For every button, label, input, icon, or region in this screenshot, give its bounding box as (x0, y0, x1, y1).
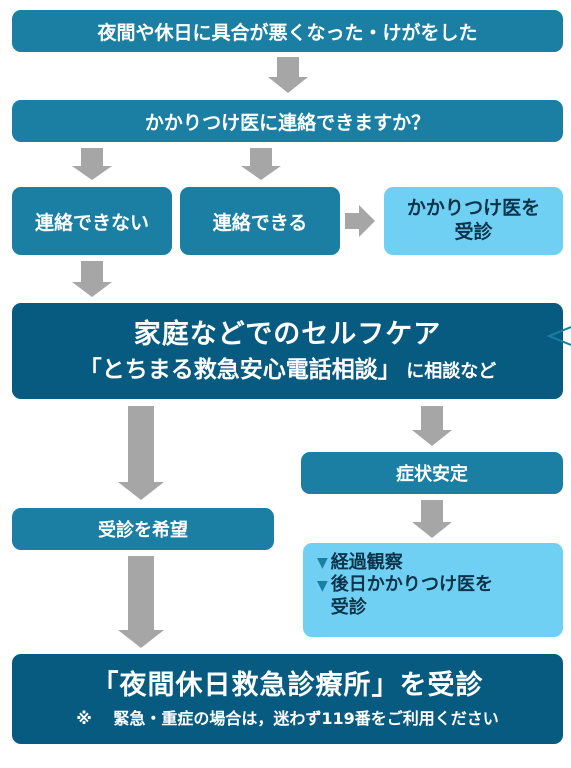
callout-notch (547, 326, 571, 346)
arrow-right-to-family-doctor (345, 205, 375, 237)
observe-bullet-2-line2: 受診 (330, 596, 367, 618)
bullet-triangle-icon: ▼ (317, 555, 328, 571)
bullet-triangle-icon: ▼ (317, 578, 328, 595)
arrow-down-1 (268, 57, 308, 93)
final-note-line: ※ 緊急・重症の場合は，迷わず119番をご利用ください (76, 709, 499, 729)
selfcare-service-name: 「とちまる救急安心電話相談」 (78, 356, 401, 383)
observe-bullet-1: ▼ 経過観察 (317, 551, 553, 574)
arrow-down-to-want-visit (118, 406, 164, 500)
observe-bullet-1-text: 経過観察 (330, 552, 403, 573)
want-visit-box: 受診を希望 (12, 508, 274, 550)
final-clinic-title: 「夜間休日救急診療所」を受診 (91, 670, 484, 702)
step-symptoms-box: 夜間や休日に具合が悪くなった・けがをした (12, 10, 563, 52)
stable-box: 症状安定 (301, 452, 563, 494)
final-note-text: 緊急・重症の場合は，迷わず119番をご利用ください (113, 708, 499, 728)
final-clinic-box: 「夜間休日救急診療所」を受診 ※ 緊急・重症の場合は，迷わず119番をご利用くだ… (12, 654, 563, 744)
arrow-down-can-contact (241, 148, 281, 180)
arrow-down-to-final (118, 556, 164, 648)
step-contact-question-text: かかりつけ医に連絡できますか？ (144, 111, 431, 134)
arrow-down-to-stable (412, 406, 452, 446)
arrow-down-to-selfcare (72, 261, 112, 297)
selfcare-title: 家庭などでのセルフケア (133, 318, 442, 350)
final-note-mark: ※ (76, 708, 92, 728)
family-doctor-visit-line2: 受診 (454, 221, 493, 243)
step-contact-question-box: かかりつけ医に連絡できますか？ (12, 100, 563, 142)
family-doctor-visit-box: かかりつけ医を 受診 (384, 187, 563, 255)
arrow-down-to-observe (412, 500, 452, 538)
stable-text: 症状安定 (396, 464, 468, 485)
no-contact-box: 連絡できない (12, 187, 172, 255)
selfcare-box: 家庭などでのセルフケア 「とちまる救急安心電話相談」 に相談など (12, 303, 563, 399)
want-visit-text: 受診を希望 (98, 520, 188, 541)
arrow-down-no-contact (72, 148, 112, 180)
family-doctor-visit-line1: かかりつけ医を (406, 197, 541, 220)
observe-bullet-2-line1: 後日かかりつけ医を (330, 574, 493, 596)
step-symptoms-text: 夜間や休日に具合が悪くなった・けがをした (97, 21, 478, 44)
observe-bullet-2-text: 後日かかりつけ医を 受診 (331, 574, 493, 619)
selfcare-service-line: 「とちまる救急安心電話相談」 に相談など (79, 356, 497, 385)
can-contact-text: 連絡できる (212, 211, 308, 234)
observe-box: ▼ 経過観察 ▼ 後日かかりつけ医を 受診 (303, 543, 563, 637)
selfcare-suffix: に相談など (406, 360, 497, 382)
observe-bullet-2: ▼ 後日かかりつけ医を 受診 (317, 574, 553, 619)
no-contact-text: 連絡できない (34, 211, 149, 234)
can-contact-box: 連絡できる (180, 187, 340, 255)
